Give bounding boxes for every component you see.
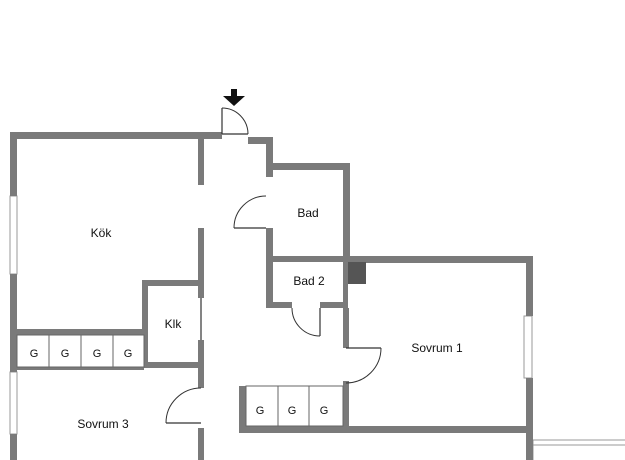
storage-label: G	[320, 405, 329, 417]
balcony-outline	[532, 439, 625, 460]
room-label-kok: Kök	[91, 226, 113, 240]
storage-left: G G G G	[16, 334, 145, 368]
bad2-door	[291, 307, 321, 337]
walls	[10, 132, 533, 460]
storage-label: G	[30, 348, 39, 360]
room-label-sovrum1: Sovrum 1	[411, 341, 463, 355]
storage-label: G	[93, 348, 102, 360]
room-label-sovrum3: Sovrum 3	[77, 417, 129, 431]
window-kok	[9, 195, 18, 275]
window-sovrum3	[9, 371, 18, 435]
storage-label: G	[61, 348, 70, 360]
storage-label: G	[288, 405, 297, 417]
storage-corridor: G G G	[245, 385, 344, 427]
sovrum1-door	[345, 347, 382, 384]
window-sovrum1	[523, 315, 533, 379]
entrance-door	[221, 107, 249, 135]
storage-label: G	[124, 348, 133, 360]
bad-door	[233, 195, 267, 229]
sovrum3-door	[165, 387, 202, 424]
room-label-bad: Bad	[297, 206, 318, 220]
storage-label: G	[256, 405, 265, 417]
entrance-arrow-icon	[223, 89, 245, 106]
room-label-klk: Klk	[165, 317, 183, 331]
room-label-bad2: Bad 2	[293, 274, 325, 288]
